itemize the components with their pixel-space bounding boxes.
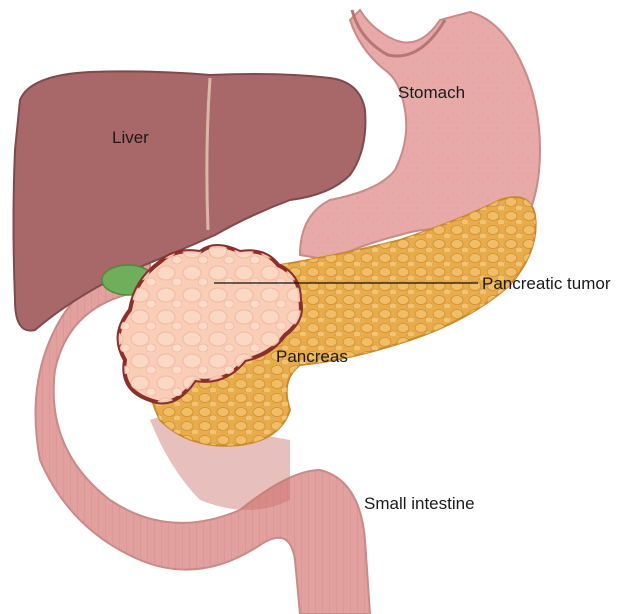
- label-pancreas: Pancreas: [276, 347, 348, 366]
- label-stomach: Stomach: [398, 83, 465, 102]
- label-pancreatic-tumor: Pancreatic tumor: [482, 274, 611, 293]
- label-small-intestine: Small intestine: [364, 494, 475, 513]
- label-liver: Liver: [112, 128, 149, 147]
